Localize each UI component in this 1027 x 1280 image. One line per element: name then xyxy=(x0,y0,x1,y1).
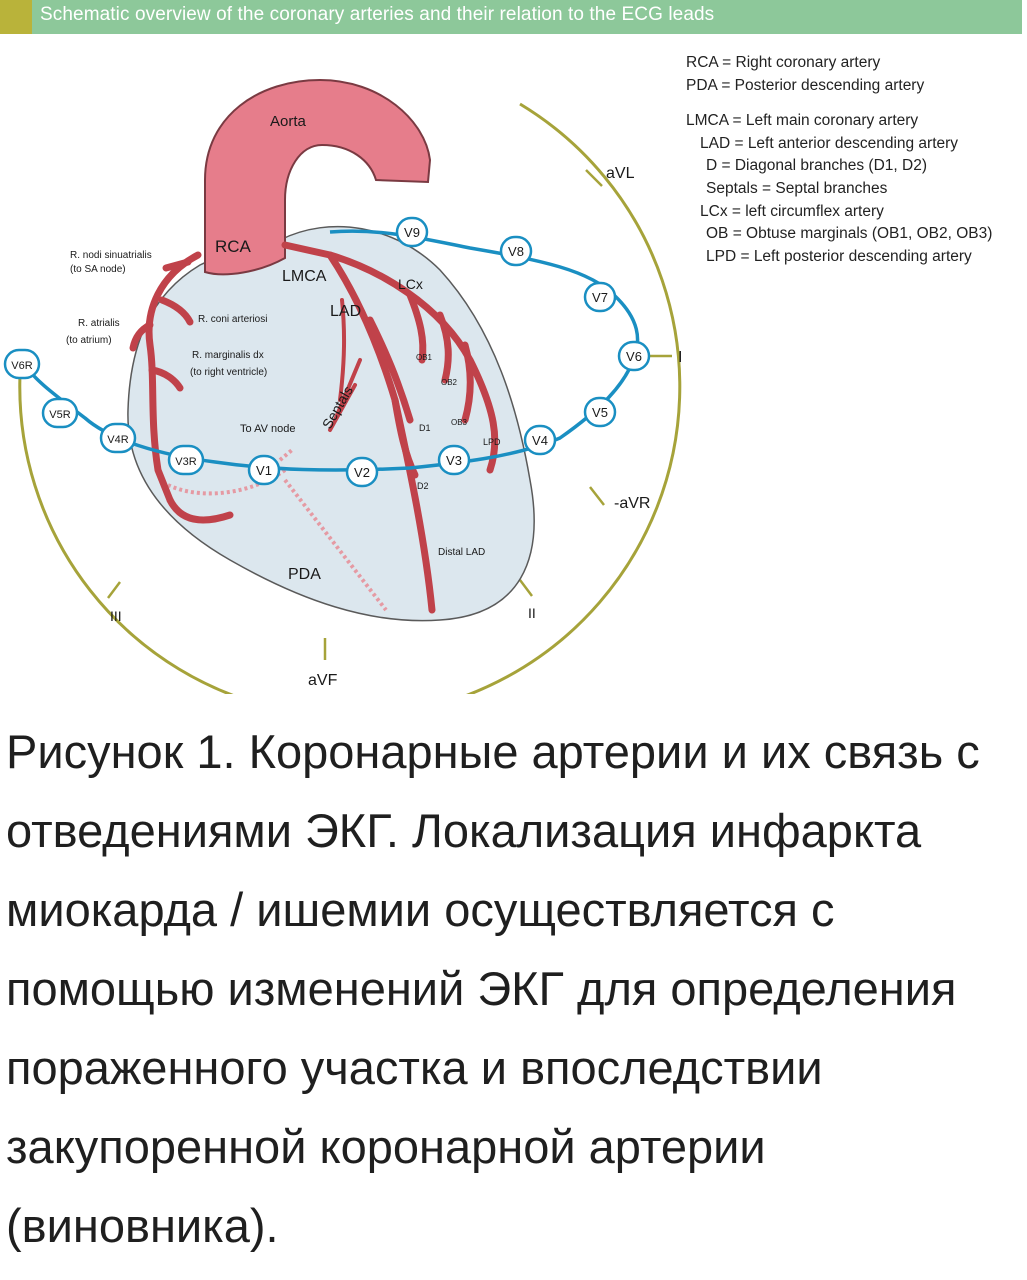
lead-label-v3: V3 xyxy=(446,453,462,468)
aorta xyxy=(204,78,432,276)
rca-vessel xyxy=(145,251,202,504)
lead-label-v5: V5 xyxy=(592,405,608,420)
legend-septals: Septals = Septal branches xyxy=(706,179,888,197)
label-rca-marginalis-2: (to right ventricle) xyxy=(190,367,267,378)
legend-ob: OB = Obtuse marginals (OB1, OB2, OB3) xyxy=(706,225,993,243)
d1-vessel xyxy=(366,316,414,424)
label-ob3: OB3 xyxy=(451,418,468,427)
label-rca-coni: R. coni arteriosi xyxy=(198,314,267,325)
lead-marker-v9: V9 xyxy=(395,216,429,248)
label-aorta: Aorta xyxy=(270,113,307,130)
label-ob2: OB2 xyxy=(441,378,458,387)
legend-rca: RCA = Right coronary artery xyxy=(686,54,881,71)
lead-marker-v5: V5 xyxy=(583,396,617,428)
label-lad: LAD xyxy=(330,303,361,320)
limb-lead-ticks xyxy=(107,169,672,660)
label-rca-nodi-2: (to SA node) xyxy=(70,264,126,275)
lead-marker-v3r: V3R xyxy=(167,444,205,476)
label-lmca: LMCA xyxy=(282,268,327,285)
lead-label-v6: V6 xyxy=(626,349,642,364)
lead-marker-v6r: V6R xyxy=(3,348,41,380)
legend-lpd: LPD = Left posterior descending artery xyxy=(706,247,972,265)
label-rca-nodi-1: R. nodi sinuatrialis xyxy=(70,250,152,261)
figure-caption: Рисунок 1. Коронарные артерии и их связь… xyxy=(6,725,980,1252)
label-pda: PDA xyxy=(288,566,321,583)
label-lead-iii: III xyxy=(110,608,122,624)
label-rca-marginalis-1: R. marginalis dx xyxy=(192,350,264,361)
lead-marker-v4r: V4R xyxy=(99,422,137,454)
banner-accent xyxy=(0,0,32,34)
legend-lad: LAD = Left anterior descending artery xyxy=(700,134,959,152)
lead-marker-v7: V7 xyxy=(583,281,617,313)
lead-marker-v4: V4 xyxy=(523,424,557,456)
label-rca-atrialis-2: (to atrium) xyxy=(66,335,112,346)
septal-1 xyxy=(338,298,347,402)
label-distal-lad: Distal LAD xyxy=(438,547,485,558)
coronary-arteries xyxy=(129,241,499,614)
precordial-lead-markers: V6R V5R V4R V3R V1 V2 V3 V4 V5 V6 V7 V8 V9 xyxy=(3,216,651,488)
lmca-vessel xyxy=(281,241,334,259)
abbreviation-legend: RCA = Right coronary artery PDA = Poster… xyxy=(686,52,992,268)
lead-marker-v2: V2 xyxy=(345,456,379,488)
rca-distal xyxy=(166,496,234,524)
label-lead-avl: aVL xyxy=(606,165,635,182)
ob3-vessel xyxy=(461,341,474,424)
legend-lmca: LMCA = Left main coronary artery xyxy=(686,112,919,130)
lead-label-v4: V4 xyxy=(532,433,548,448)
rca-branch-coni xyxy=(158,296,194,326)
label-rca-atrialis-1: R. atrialis xyxy=(78,318,120,329)
rca-branch-marginalis xyxy=(148,366,184,392)
lead-marker-v8: V8 xyxy=(499,235,533,267)
lead-label-v8: V8 xyxy=(508,244,524,259)
coronary-ecg-diagram: V6R V5R V4R V3R V1 V2 V3 V4 V5 V6 V7 V8 V9 Aorta RCA… xyxy=(3,78,682,694)
lead-label-v3r: V3R xyxy=(175,456,196,468)
ob2-vessel xyxy=(436,311,452,384)
label-lpd: LPD xyxy=(483,437,501,447)
label-to-av-node: To AV node xyxy=(240,423,295,435)
lead-label-v7: V7 xyxy=(592,290,608,305)
lead-label-v4r: V4R xyxy=(107,434,128,446)
rca-branch-atrialis xyxy=(129,321,154,352)
lead-label-v6r: V6R xyxy=(11,360,32,372)
lead-label-v1: V1 xyxy=(256,463,272,478)
label-lead-avf: aVF xyxy=(308,672,338,689)
legend-pda: PDA = Posterior descending artery xyxy=(686,76,925,94)
figure-title: Schematic overview of the coronary arter… xyxy=(40,4,715,25)
lead-marker-v6: V6 xyxy=(617,340,651,372)
label-d2: D2 xyxy=(417,481,429,491)
legend-d: D = Diagonal branches (D1, D2) xyxy=(706,157,927,175)
limb-lead-ring xyxy=(18,102,682,694)
lead-marker-v1: V1 xyxy=(247,454,281,486)
lead-marker-v3: V3 xyxy=(437,444,471,476)
rca-branch-nodi xyxy=(162,258,192,272)
label-lead-ii: II xyxy=(528,605,536,621)
septal-3 xyxy=(328,383,357,432)
legend-lcx: LCx = left circumflex artery xyxy=(700,202,884,220)
figure-title-banner: Schematic overview of the coronary arter… xyxy=(0,0,1022,34)
lead-label-v2: V2 xyxy=(354,465,370,480)
lead-label-v5r: V5R xyxy=(49,409,70,421)
label-d1: D1 xyxy=(419,423,431,433)
label-lcx: LCx xyxy=(398,276,423,292)
lead-marker-v5r: V5R xyxy=(41,397,79,429)
label-lead-avr: -aVR xyxy=(614,495,650,512)
label-rca: RCA xyxy=(215,237,252,256)
ob1-vessel xyxy=(406,291,427,364)
label-ob1: OB1 xyxy=(416,353,433,362)
label-lead-i: I xyxy=(678,349,682,366)
lead-label-v9: V9 xyxy=(404,225,420,240)
